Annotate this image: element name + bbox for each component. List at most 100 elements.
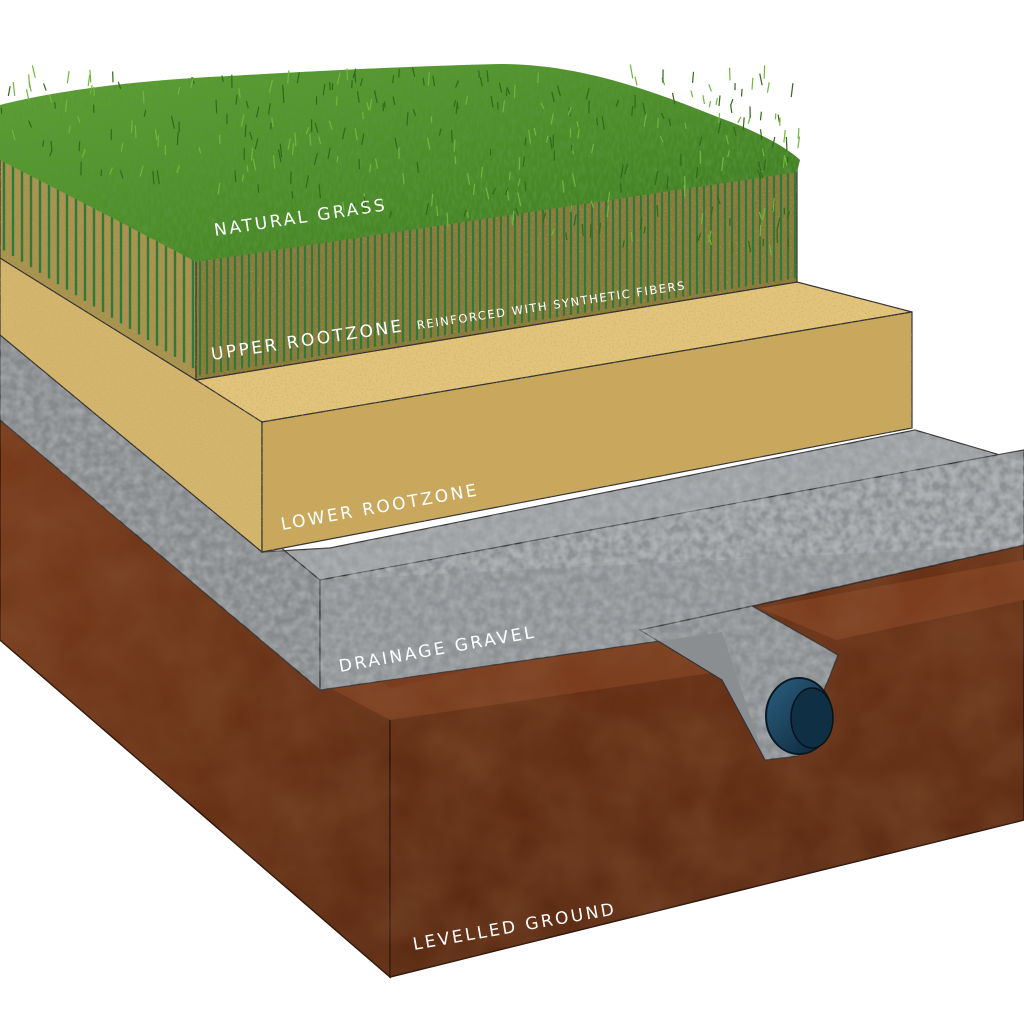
grass-blade (797, 136, 801, 149)
grass-blade (759, 224, 762, 237)
grass-blade (234, 170, 237, 183)
grass-blade (455, 80, 460, 88)
grass-blade (496, 102, 499, 110)
grass-blade (362, 202, 365, 213)
grass-blade (309, 133, 312, 146)
grass-blade (668, 118, 672, 127)
grass-blade (768, 244, 772, 256)
grass-blade (318, 184, 322, 199)
grass-blade (267, 103, 271, 115)
grass-blade (696, 235, 699, 243)
grass-blade (328, 120, 333, 130)
synthetic-fibers-front (198, 168, 797, 376)
grass-blade (246, 165, 249, 172)
grass-blade (12, 82, 16, 96)
grass-blade (708, 84, 713, 92)
grass-blade (683, 175, 686, 190)
grass-blade (369, 164, 372, 173)
grass-blade (590, 200, 595, 209)
grass-blade (506, 86, 511, 95)
grass-blade (725, 134, 730, 145)
grass-blade (790, 83, 794, 98)
grass-blade (759, 73, 763, 86)
grass-blade (336, 155, 339, 163)
grass-blade (761, 207, 766, 221)
grass-blade (432, 75, 436, 87)
grass-blade (296, 72, 300, 84)
grass-blade (342, 201, 345, 212)
grass-blade (215, 99, 218, 114)
grass-blade (89, 85, 93, 94)
grass-blade (702, 95, 706, 105)
grass-blade (341, 127, 346, 140)
natural-grass-layer (0, 64, 801, 262)
grass-blade (549, 136, 553, 149)
grass-blade (389, 211, 393, 219)
grass-blade (766, 82, 770, 93)
grass-blade (252, 158, 257, 171)
grass-blade (716, 195, 721, 205)
grass-blade (50, 140, 53, 150)
grass-blade (406, 112, 409, 126)
grass-blade (550, 113, 554, 125)
grass-blade (81, 148, 86, 158)
grass-blade (486, 70, 489, 82)
grass-blade (786, 211, 791, 219)
drain-pipe-icon (765, 677, 834, 755)
grass-blade (472, 183, 476, 196)
grass-blade (660, 112, 665, 120)
grass-blade (287, 138, 291, 150)
grass-blade (700, 213, 704, 225)
grass-blade (66, 71, 70, 84)
grass-blade (551, 228, 555, 236)
grass-blade (576, 120, 579, 128)
grass-blade (117, 81, 122, 90)
grass-blade (453, 139, 456, 152)
grass-blade (78, 141, 81, 152)
grass-blade (731, 241, 734, 253)
grass-blade (758, 211, 763, 220)
grass-blade (570, 205, 573, 212)
grass-blade (235, 94, 238, 105)
grass-blade (656, 205, 659, 218)
grass-blade (615, 99, 620, 107)
grass-blades (0, 64, 801, 256)
grass-blade (522, 156, 526, 167)
lower-rootzone-layer (0, 231, 913, 554)
grass-blade (540, 102, 545, 110)
grass-blade (176, 131, 179, 146)
grass-blade (154, 129, 158, 141)
grass-blade (589, 223, 592, 238)
grass-blade (606, 205, 610, 218)
grass-blade (659, 135, 664, 143)
grass-blade (314, 122, 319, 133)
grass-blade (742, 117, 745, 131)
grass-blade (720, 157, 724, 172)
grass-blade (622, 240, 625, 248)
grass-blade (573, 214, 577, 226)
grass-blade (565, 232, 568, 241)
grass-blade (733, 126, 737, 136)
grass-blade (268, 79, 273, 93)
grass-blade (190, 77, 195, 88)
grass-blade (134, 125, 137, 138)
grass-blade (100, 169, 103, 177)
grass-blade (657, 117, 659, 128)
grass-blade (152, 171, 155, 185)
grass-blade (466, 172, 471, 186)
grass-blade (783, 129, 786, 143)
grass-blade (392, 96, 396, 106)
grass-blade (508, 171, 511, 180)
grass-blade (591, 143, 595, 154)
grass-blade (279, 143, 283, 158)
grass-blade (630, 232, 633, 242)
grass-blade (631, 106, 634, 117)
grass-blade (411, 67, 416, 77)
grass-blade (318, 136, 322, 145)
grass-blade (737, 116, 742, 124)
grass-blade (490, 95, 494, 108)
grass-blade (757, 170, 762, 180)
grass-blade (68, 125, 71, 134)
grass-blade (572, 173, 576, 187)
grass-blade (425, 203, 429, 216)
